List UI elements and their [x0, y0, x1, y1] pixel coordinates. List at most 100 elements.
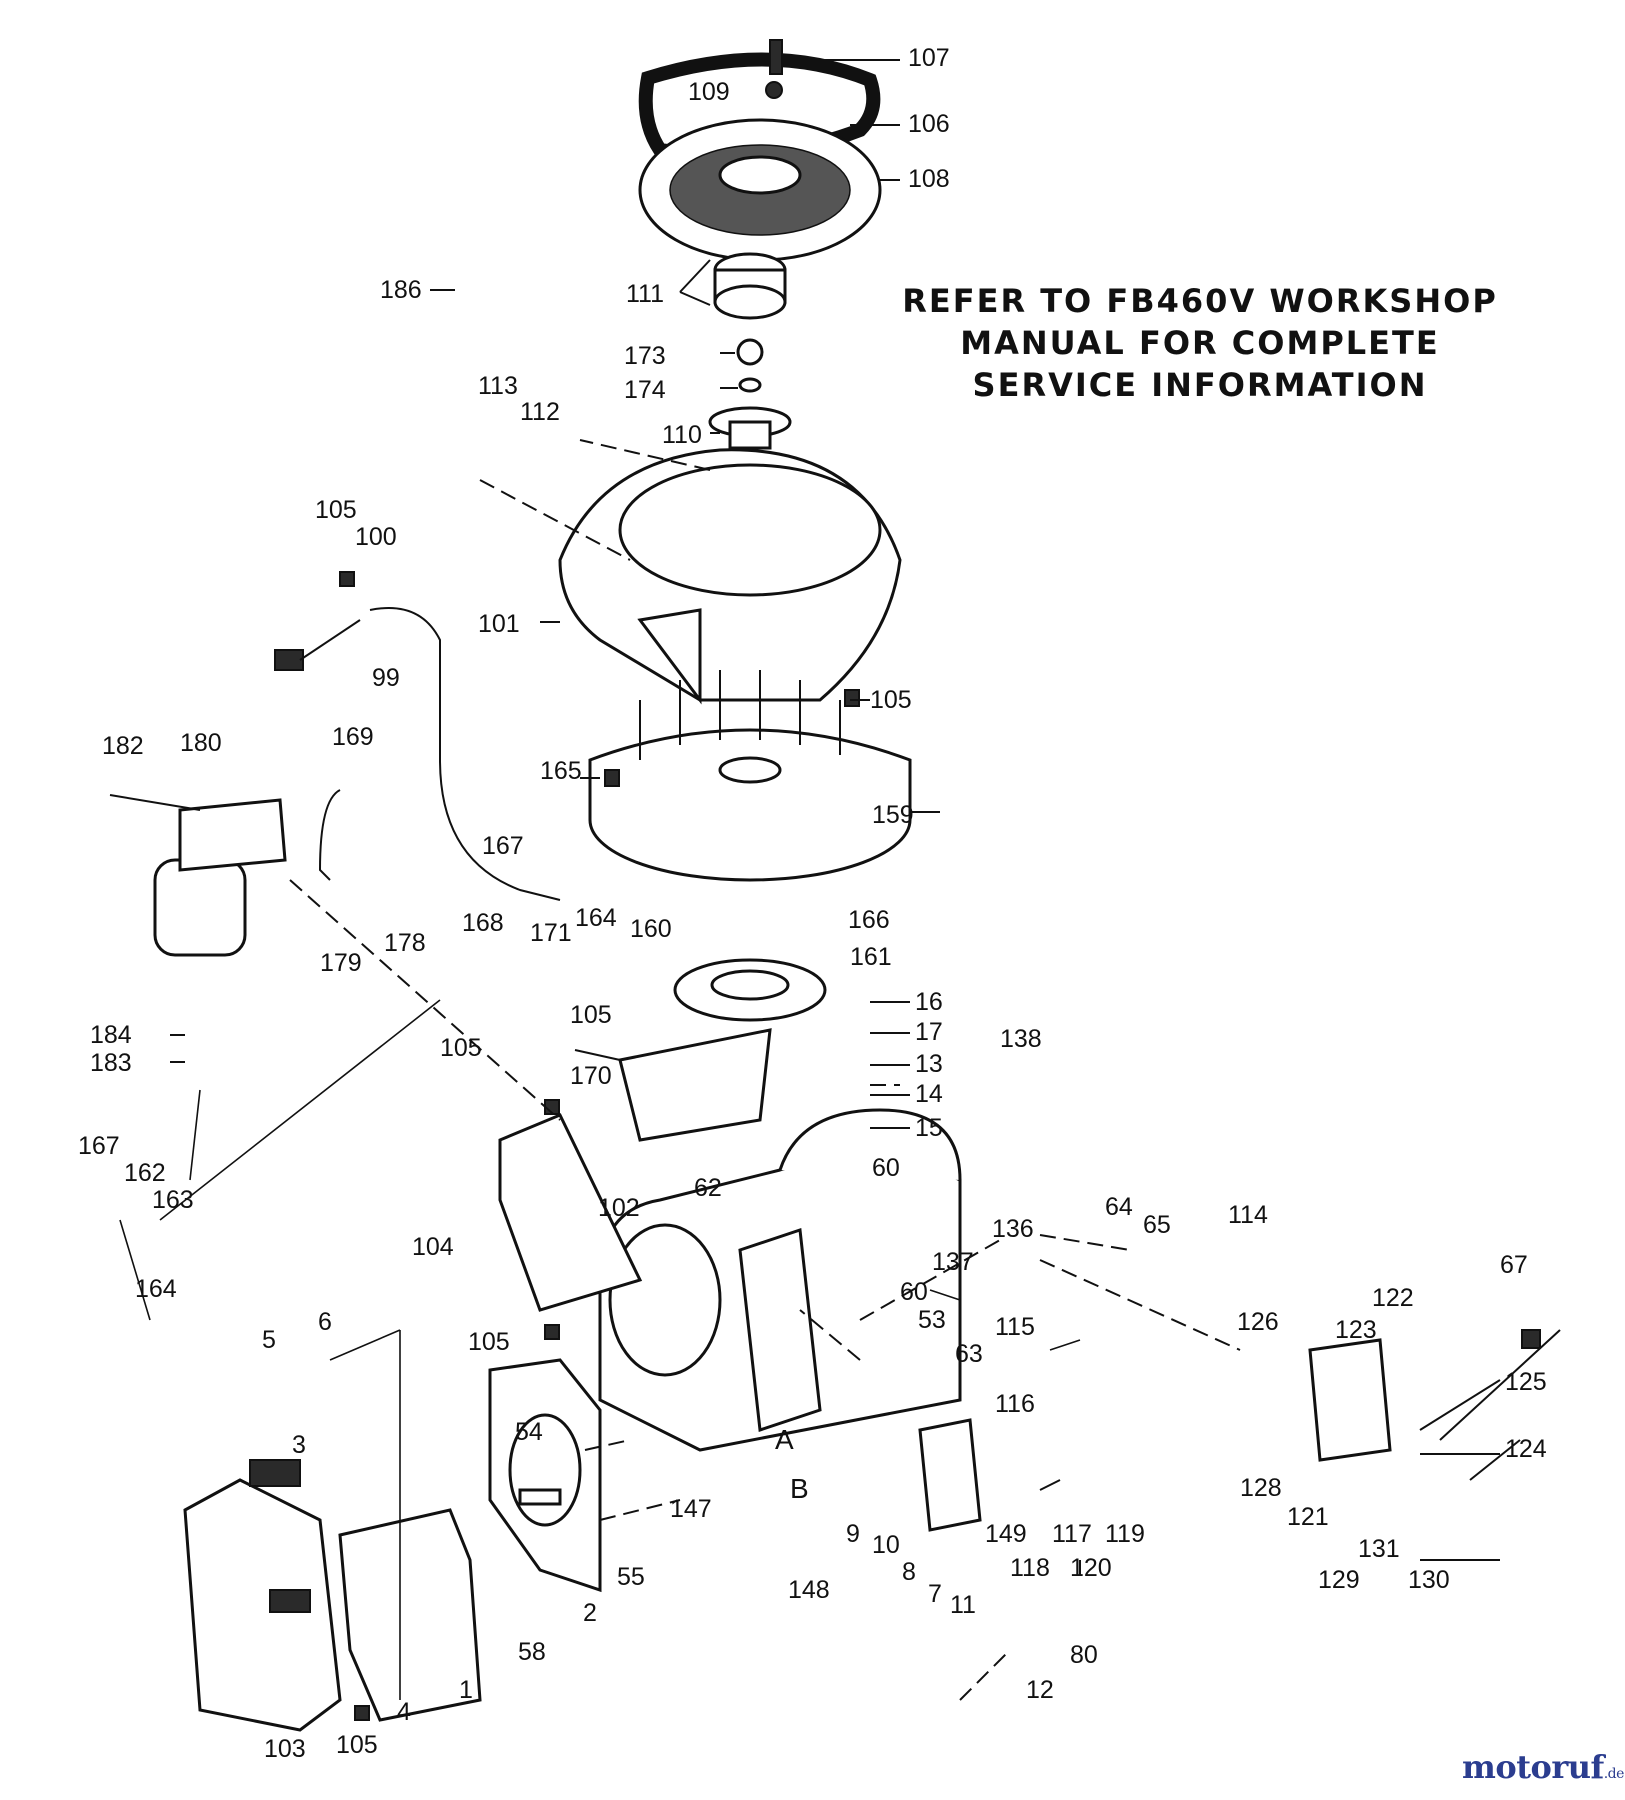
part-label: 167 [482, 832, 524, 860]
notice-line-3: SERVICE INFORMATION [972, 366, 1428, 404]
part-label: 13 [915, 1050, 943, 1078]
part-label: 7 [928, 1580, 942, 1608]
pulley-part [708, 252, 792, 450]
part-label: 138 [1000, 1025, 1042, 1053]
part-label: 1 [459, 1676, 473, 1704]
part-label: 6 [318, 1308, 332, 1336]
part-label: 123 [1335, 1316, 1377, 1344]
part-label: 174 [624, 376, 666, 404]
part-label: 126 [1237, 1308, 1279, 1336]
part-label: 103 [264, 1735, 306, 1763]
wire-harness-part [274, 607, 561, 901]
part-label: 160 [630, 915, 672, 943]
part-label: 180 [180, 729, 222, 757]
part-label: 124 [1505, 1435, 1547, 1463]
part-label: 118 [1010, 1554, 1050, 1582]
part-label: 120 [1070, 1554, 1112, 1582]
part-label: 54 [515, 1418, 543, 1446]
watermark-tld: .de [1603, 1766, 1625, 1782]
baffle-part [498, 1028, 772, 1312]
part-label: 102 [598, 1194, 640, 1222]
part-label: 164 [575, 904, 617, 932]
part-label: 171 [530, 919, 572, 947]
service-notice: REFER TO FB460V WORKSHOP MANUAL FOR COMP… [860, 280, 1540, 406]
part-label: 63 [955, 1340, 983, 1368]
section-marker-a: A [775, 1424, 794, 1455]
part-label: 114 [1228, 1201, 1268, 1229]
leader-lines [119, 59, 1561, 1701]
part-label: 173 [624, 342, 666, 370]
part-label: 163 [152, 1186, 194, 1214]
part-label: 115 [995, 1313, 1035, 1341]
part-label: 16 [915, 988, 943, 1016]
starter-motor-part [109, 794, 287, 957]
part-label: 99 [372, 664, 400, 692]
part-label: 15 [915, 1114, 943, 1142]
part-label: 105 [468, 1328, 510, 1356]
flywheel-part [588, 670, 912, 882]
part-label: 60 [900, 1278, 928, 1306]
part-label: 164 [135, 1275, 177, 1303]
part-label: 53 [918, 1306, 946, 1334]
part-label: 116 [995, 1390, 1035, 1418]
engine-block-part [598, 1108, 962, 1452]
part-label: 101 [478, 610, 520, 638]
part-label: 67 [1500, 1251, 1528, 1279]
side-plate-part [918, 1338, 1392, 1532]
part-label: 165 [540, 757, 582, 785]
part-label: 65 [1143, 1211, 1171, 1239]
part-label: 105 [315, 496, 357, 524]
part-label: 184 [90, 1021, 132, 1049]
part-label: 125 [1505, 1368, 1547, 1396]
part-label: 106 [908, 110, 950, 138]
part-label: 105 [570, 1001, 612, 1029]
part-label: 17 [915, 1018, 943, 1046]
part-label: 112 [520, 398, 560, 426]
part-label: 137 [932, 1248, 974, 1276]
part-label: 136 [992, 1215, 1034, 1243]
part-label: 3 [292, 1431, 306, 1459]
part-label: 119 [1105, 1520, 1145, 1548]
part-label: 129 [1318, 1566, 1360, 1594]
part-label: 111 [626, 280, 665, 308]
part-label: 108 [908, 165, 950, 193]
part-label: 11 [950, 1591, 976, 1619]
stator-part [673, 958, 827, 1022]
part-label: 110 [662, 421, 702, 449]
part-label: 130 [1408, 1566, 1450, 1594]
part-label: 80 [1070, 1641, 1098, 1669]
part-label: 121 [1287, 1503, 1329, 1531]
gasket-part [488, 1358, 602, 1593]
part-label: 131 [1358, 1535, 1400, 1563]
part-label: 122 [1372, 1284, 1414, 1312]
part-label: 170 [570, 1062, 612, 1090]
part-label: 168 [462, 909, 504, 937]
part-label: 149 [985, 1520, 1027, 1548]
part-label: 60 [872, 1154, 900, 1182]
part-label: 161 [850, 943, 892, 971]
recoil-cover-part [638, 39, 882, 262]
watermark-brand: motoruf [1462, 1748, 1604, 1786]
part-label: 62 [694, 1174, 722, 1202]
fan-housing-part [558, 448, 902, 705]
part-label: 109 [688, 78, 730, 106]
part-label: 14 [915, 1080, 943, 1108]
part-label: 159 [872, 801, 914, 829]
bolt-parts [249, 571, 1541, 1721]
part-label: 113 [478, 372, 518, 400]
part-label: 64 [1105, 1193, 1133, 1221]
part-label: 107 [908, 44, 950, 72]
part-label: 105 [440, 1034, 482, 1062]
part-label: 117 [1052, 1520, 1092, 1548]
cylinder-head-part [183, 1478, 482, 1732]
part-label: 186 [380, 276, 422, 304]
part-label: 2 [583, 1599, 597, 1627]
notice-line-1: REFER TO FB460V WORKSHOP [902, 282, 1498, 320]
part-label: 9 [846, 1520, 860, 1548]
part-label: 10 [872, 1531, 900, 1559]
part-label: 5 [262, 1326, 276, 1354]
part-label: 169 [332, 723, 374, 751]
watermark-logo: motoruf.de [1462, 1748, 1624, 1786]
part-label: 148 [788, 1576, 830, 1604]
